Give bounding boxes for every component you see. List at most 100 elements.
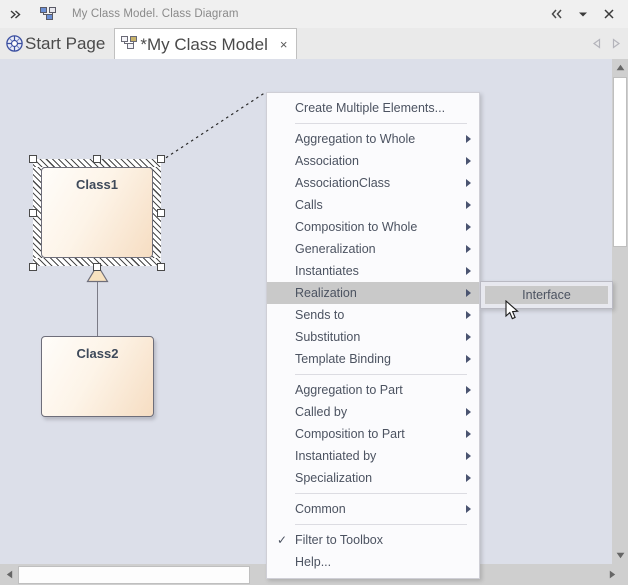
menu-item-label: Sends to [295,308,345,322]
class-diagram-icon [30,1,66,28]
generalization-connector-line[interactable] [97,281,98,337]
scroll-up-button[interactable] [612,59,628,76]
tab-close-icon[interactable]: × [279,37,288,52]
selection-handle-w[interactable] [29,209,37,217]
menu-item-label: Help... [295,555,332,569]
chevrons-right-icon[interactable] [0,1,30,28]
menu-item-label: Instantiated by [295,449,377,463]
submenu-arrow-icon [466,179,471,187]
menu-separator [295,524,467,525]
menu-item-label: Generalization [295,242,376,256]
menu-item-label: Specialization [295,471,373,485]
menu-item-label: Substitution [295,330,361,344]
submenu-arrow-icon [466,355,471,363]
menu-item-realization[interactable]: Realization [267,282,479,304]
submenu-arrow-icon [466,430,471,438]
submenu-arrow-icon [466,474,471,482]
menu-item-label: Association [295,154,359,168]
menu-separator [295,123,467,124]
tab-strip: Start Page *My Class Model × [0,28,628,60]
submenu-arrow-icon [466,505,471,513]
submenu-item-interface[interactable]: Interface [484,285,609,305]
tab-label: Start Page [25,33,106,53]
class-diagram-icon [121,36,138,53]
scroll-left-button[interactable] [1,566,17,583]
menu-item-label: Realization [295,286,357,300]
menu-item-label: Called by [295,405,348,419]
menu-separator [295,374,467,375]
menu-separator [295,493,467,494]
submenu-arrow-icon [466,452,471,460]
tab-nav-prev-icon[interactable] [588,28,606,59]
menu-item-label: Calls [295,198,323,212]
horizontal-scrollbar-thumb[interactable] [18,566,250,584]
menu-item-help[interactable]: Help... [267,551,479,573]
menu-item-label: Composition to Part [295,427,405,441]
scroll-down-button[interactable] [612,547,628,564]
submenu-arrow-icon [466,333,471,341]
tab-label: *My Class Model [140,34,268,54]
menu-item-label: AssociationClass [295,176,391,190]
class-name-label: Class1 [76,177,118,192]
selection-handle-n[interactable] [93,155,101,163]
submenu-arrow-icon [466,386,471,394]
menu-item-association[interactable]: Association [267,150,479,172]
selection-handle-nw[interactable] [29,155,37,163]
menu-item-label: Template Binding [295,352,391,366]
menu-item-aggregation-to-part[interactable]: Aggregation to Part [267,379,479,401]
menu-item-composition-to-whole[interactable]: Composition to Whole [267,216,479,238]
class-node-class2[interactable]: Class2 [41,336,154,417]
menu-item-template-binding[interactable]: Template Binding [267,348,479,370]
menu-item-specialization[interactable]: Specialization [267,467,479,489]
submenu-item-label: Interface [522,288,571,302]
submenu-arrow-icon [466,289,471,297]
start-page-icon [6,35,23,52]
vertical-scrollbar-thumb[interactable] [613,77,627,247]
menu-item-label: Filter to Toolbox [295,533,384,547]
selection-handle-sw[interactable] [29,263,37,271]
menu-item-sends-to[interactable]: Sends to [267,304,479,326]
submenu-arrow-icon [466,201,471,209]
class-name-label: Class2 [76,346,119,361]
submenu-arrow-icon [466,267,471,275]
window-title: My Class Model. Class Diagram [72,8,239,20]
tab-my-class-model[interactable]: *My Class Model × [114,28,298,60]
menu-item-associationclass[interactable]: AssociationClass [267,172,479,194]
menu-item-generalization[interactable]: Generalization [267,238,479,260]
class-node-class1[interactable]: Class1 [29,155,165,271]
class-body: Class1 [41,167,153,258]
context-submenu-realization[interactable]: Interface [480,281,613,309]
menu-item-called-by[interactable]: Called by [267,401,479,423]
context-menu[interactable]: Create Multiple Elements... Aggregation t… [266,92,480,579]
check-icon: ✓ [277,533,288,547]
chevron-down-icon[interactable] [570,1,596,28]
close-icon[interactable] [596,1,622,28]
selection-handle-s[interactable] [93,263,101,271]
menu-item-composition-to-part[interactable]: Composition to Part [267,423,479,445]
menu-item-substitution[interactable]: Substitution [267,326,479,348]
submenu-arrow-icon [466,135,471,143]
menu-item-label: Common [295,502,346,516]
selection-handle-ne[interactable] [157,155,165,163]
menu-item-aggregation-to-whole[interactable]: Aggregation to Whole [267,128,479,150]
menu-item-label: Instantiates [295,264,359,278]
selection-handle-e[interactable] [157,209,165,217]
class-body: Class2 [41,336,154,417]
menu-item-label: Aggregation to Whole [295,132,416,146]
vertical-scrollbar[interactable] [612,59,628,564]
menu-item-label: Aggregation to Part [295,383,403,397]
menu-item-label: Create Multiple Elements... [295,101,446,115]
scroll-right-button[interactable] [604,566,620,583]
menu-item-filter-to-toolbox[interactable]: ✓ Filter to Toolbox [267,529,479,551]
selection-handle-se[interactable] [157,263,165,271]
menu-item-create-multiple-elements[interactable]: Create Multiple Elements... [267,97,479,119]
menu-item-instantiates[interactable]: Instantiates [267,260,479,282]
tab-start-page[interactable]: Start Page [0,28,114,59]
tab-nav-next-icon[interactable] [606,28,624,59]
menu-item-instantiated-by[interactable]: Instantiated by [267,445,479,467]
collapse-panel-icon[interactable] [544,1,570,28]
menu-item-common[interactable]: Common [267,498,479,520]
menu-item-label: Composition to Whole [295,220,418,234]
menu-item-calls[interactable]: Calls [267,194,479,216]
